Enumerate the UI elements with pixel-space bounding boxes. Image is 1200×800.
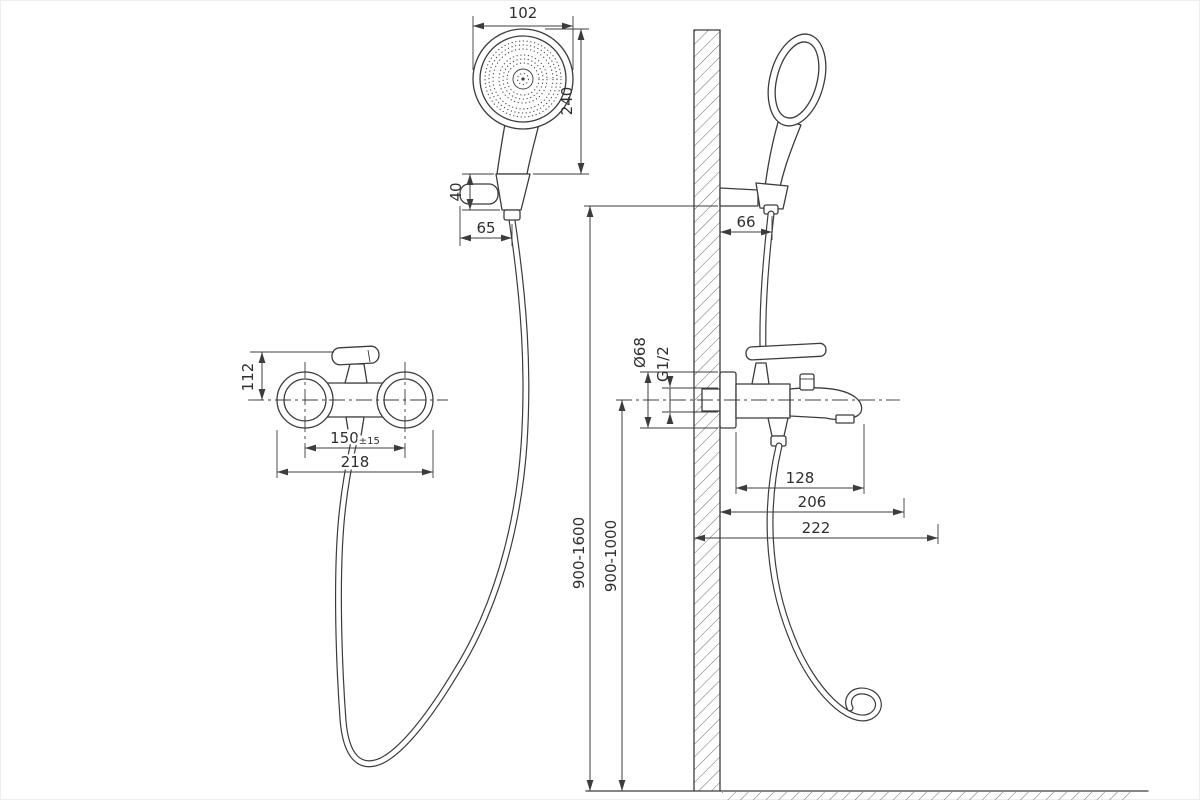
dim-thread: G1/2 bbox=[654, 346, 672, 382]
floor-hatch bbox=[722, 792, 1132, 800]
dim-holder-projection: 66 bbox=[736, 213, 755, 231]
floor bbox=[585, 790, 1149, 800]
dim-holder-height: 40 bbox=[447, 182, 465, 201]
wall-bracket bbox=[719, 187, 759, 207]
mixer-lever-side bbox=[745, 342, 827, 361]
dim-handle-height: 112 bbox=[239, 363, 257, 392]
handshower-front bbox=[459, 28, 574, 221]
shower-head-side bbox=[767, 33, 827, 127]
dim-shower-height-range: 900-1600 bbox=[570, 517, 588, 589]
spout bbox=[789, 387, 863, 421]
dim-depth-222: 222 bbox=[802, 519, 831, 537]
mixer-body-side bbox=[735, 383, 791, 419]
shower-holder-bracket bbox=[459, 183, 499, 205]
dimensions-front: 102 240 40 65 112 150±15 bbox=[239, 4, 589, 478]
centerlines-front bbox=[248, 362, 448, 458]
handle-stem-side bbox=[751, 362, 770, 385]
dim-inlet-centers: 150±15 bbox=[330, 429, 380, 447]
shower-hose-front bbox=[334, 216, 530, 768]
handle-stem bbox=[344, 363, 368, 384]
holder-cup-side bbox=[755, 182, 789, 210]
dim-body-width: 218 bbox=[341, 453, 370, 471]
handshower-side bbox=[719, 33, 827, 215]
mixer-lever bbox=[331, 345, 380, 366]
side-view: 66 Ø68 G1/2 128 206 222 bbox=[570, 29, 1149, 800]
dim-depth-128: 128 bbox=[786, 469, 815, 487]
aerator bbox=[835, 414, 855, 424]
hose-outlet bbox=[345, 416, 365, 437]
hose-side-upper bbox=[759, 210, 775, 354]
dim-head-to-holder: 240 bbox=[558, 87, 576, 116]
dimensions-side: 66 Ø68 G1/2 128 206 222 bbox=[570, 205, 939, 791]
dim-mixer-height-range: 900-1000 bbox=[602, 520, 620, 592]
shower-head-face bbox=[472, 28, 574, 130]
hose-outlet-side bbox=[767, 417, 789, 437]
diverter-knob bbox=[799, 373, 815, 391]
dim-depth-206: 206 bbox=[798, 493, 827, 511]
shower-holder-cup bbox=[495, 173, 531, 211]
hose-nut bbox=[503, 209, 521, 221]
mixer-front bbox=[276, 345, 434, 437]
dim-holder-offset: 65 bbox=[476, 219, 495, 237]
front-view: 102 240 40 65 112 150±15 bbox=[239, 4, 589, 768]
shower-handle bbox=[496, 123, 540, 175]
dim-head-width: 102 bbox=[509, 4, 538, 22]
dim-escutcheon-diameter: Ø68 bbox=[631, 337, 649, 368]
mixer-side bbox=[701, 342, 863, 447]
